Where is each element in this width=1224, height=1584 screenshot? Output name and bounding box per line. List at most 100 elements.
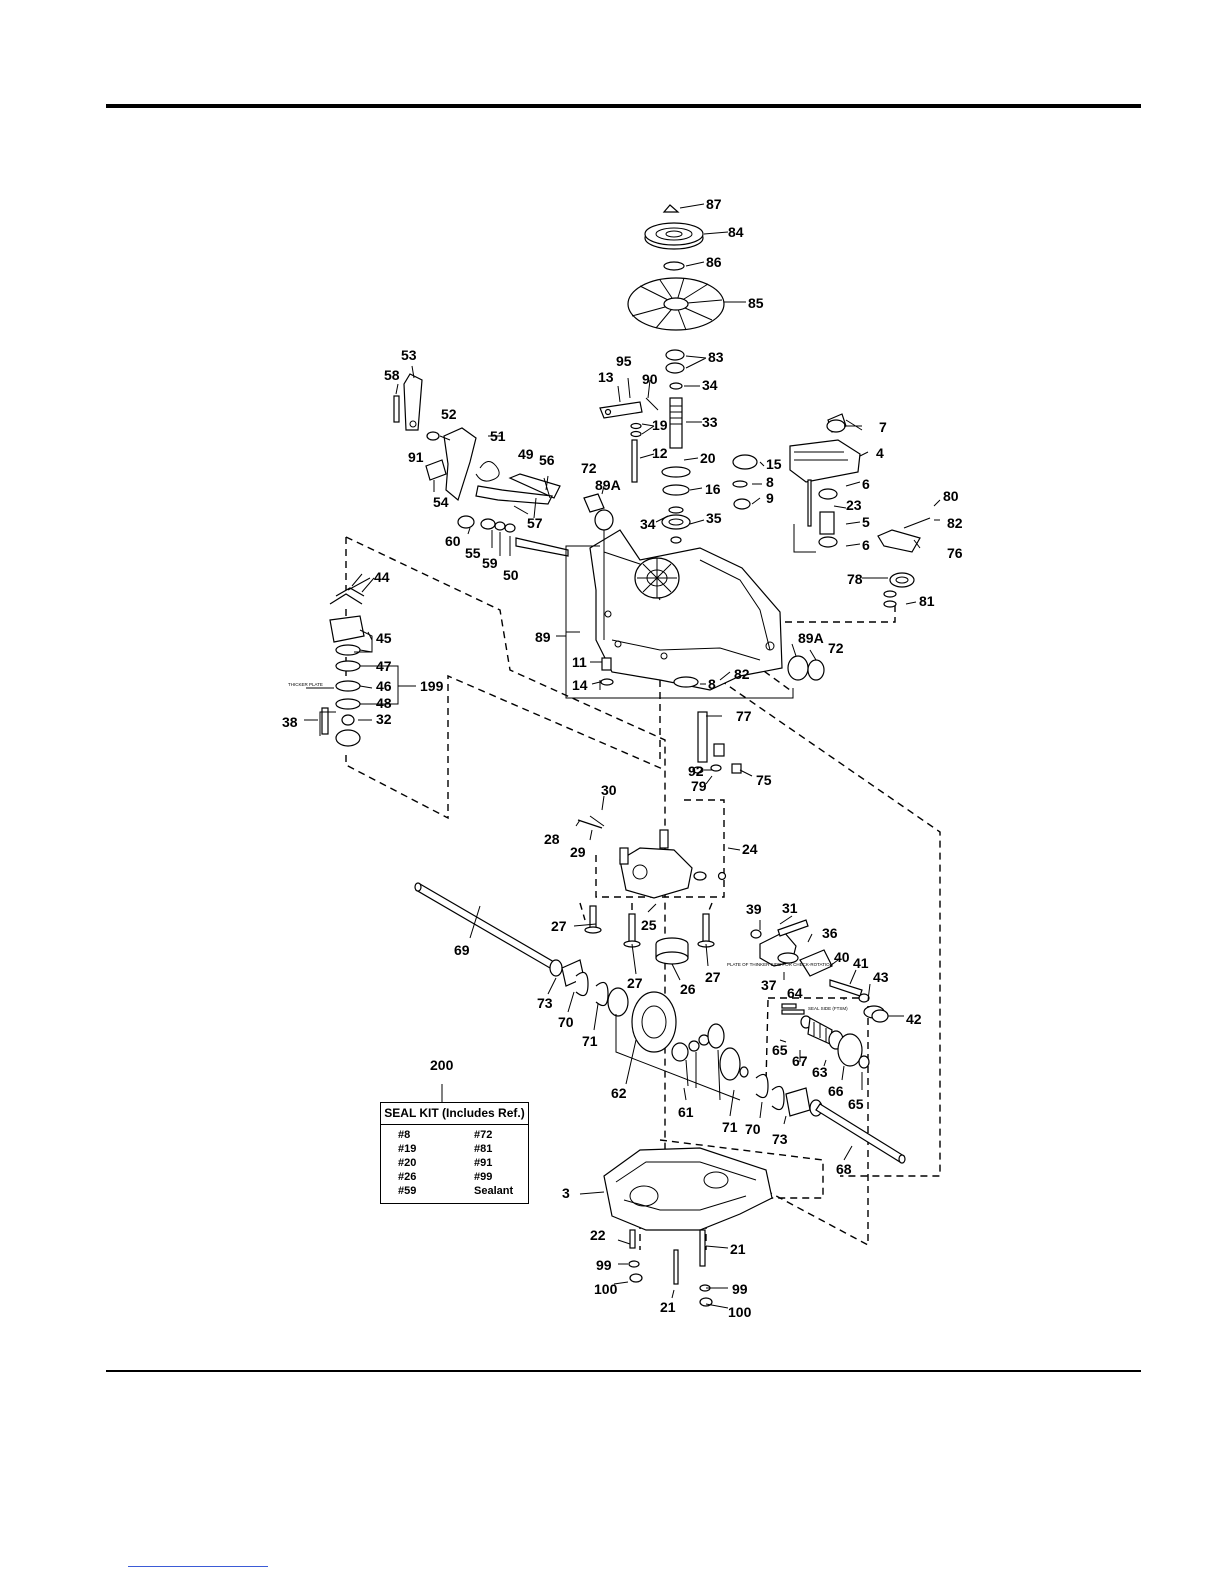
callout-46[interactable]: 46 [376, 678, 392, 694]
callout-12[interactable]: 12 [652, 445, 668, 461]
callout-33[interactable]: 33 [702, 414, 718, 430]
callout-199[interactable]: 199 [420, 678, 444, 694]
callout-80[interactable]: 80 [943, 488, 959, 504]
callout-37[interactable]: 37 [761, 977, 777, 993]
callout-8b[interactable]: 8 [708, 676, 716, 692]
callout-20[interactable]: 20 [700, 450, 716, 466]
callout-59[interactable]: 59 [482, 555, 498, 571]
callout-29[interactable]: 29 [570, 844, 586, 860]
callout-77[interactable]: 77 [736, 708, 752, 724]
callout-73a[interactable]: 73 [537, 995, 553, 1011]
callout-15[interactable]: 15 [766, 456, 782, 472]
footer-link-underline[interactable] [128, 1566, 268, 1567]
callout-31[interactable]: 31 [782, 900, 798, 916]
callout-36[interactable]: 36 [822, 925, 838, 941]
callout-51[interactable]: 51 [490, 428, 506, 444]
callout-99a[interactable]: 99 [596, 1257, 612, 1273]
callout-90[interactable]: 90 [642, 371, 658, 387]
callout-21b[interactable]: 21 [730, 1241, 746, 1257]
callout-23[interactable]: 23 [846, 497, 862, 513]
callout-34b[interactable]: 34 [640, 516, 656, 532]
callout-25[interactable]: 25 [641, 917, 657, 933]
callout-48[interactable]: 48 [376, 695, 392, 711]
callout-62[interactable]: 62 [611, 1085, 627, 1101]
callout-67[interactable]: 67 [792, 1053, 808, 1069]
callout-82a[interactable]: 82 [947, 515, 963, 531]
callout-22[interactable]: 22 [590, 1227, 606, 1243]
callout-84[interactable]: 84 [728, 224, 744, 240]
callout-57[interactable]: 57 [527, 515, 543, 531]
callout-6b[interactable]: 6 [862, 537, 870, 553]
callout-70b[interactable]: 70 [745, 1121, 761, 1137]
callout-45[interactable]: 45 [376, 630, 392, 646]
callout-14[interactable]: 14 [572, 677, 588, 693]
callout-21a[interactable]: 21 [660, 1299, 676, 1315]
callout-87[interactable]: 87 [706, 196, 722, 212]
callout-5[interactable]: 5 [862, 514, 870, 530]
callout-81[interactable]: 81 [919, 593, 935, 609]
callout-4[interactable]: 4 [876, 445, 884, 461]
callout-72b[interactable]: 72 [828, 640, 844, 656]
callout-69[interactable]: 69 [454, 942, 470, 958]
callout-89A-lower[interactable]: 89A [798, 630, 824, 646]
callout-75[interactable]: 75 [756, 772, 772, 788]
callout-99b[interactable]: 99 [732, 1281, 748, 1297]
callout-52[interactable]: 52 [441, 406, 457, 422]
callout-19[interactable]: 19 [652, 417, 668, 433]
callout-6a[interactable]: 6 [862, 476, 870, 492]
callout-58[interactable]: 58 [384, 367, 400, 383]
callout-66[interactable]: 66 [828, 1083, 844, 1099]
callout-27b[interactable]: 27 [627, 975, 643, 991]
callout-85[interactable]: 85 [748, 295, 764, 311]
callout-16[interactable]: 16 [705, 481, 721, 497]
callout-35[interactable]: 35 [706, 510, 722, 526]
callout-79[interactable]: 79 [691, 778, 707, 794]
callout-73b[interactable]: 73 [772, 1131, 788, 1147]
callout-43[interactable]: 43 [873, 969, 889, 985]
callout-89A-upper[interactable]: 89A [595, 477, 621, 493]
callout-78[interactable]: 78 [847, 571, 863, 587]
callout-32[interactable]: 32 [376, 711, 392, 727]
callout-89[interactable]: 89 [535, 629, 551, 645]
callout-41[interactable]: 41 [853, 955, 869, 971]
callout-38[interactable]: 38 [282, 714, 298, 730]
callout-42[interactable]: 42 [906, 1011, 922, 1027]
callout-13[interactable]: 13 [598, 369, 614, 385]
callout-68[interactable]: 68 [836, 1161, 852, 1177]
callout-65a[interactable]: 65 [772, 1042, 788, 1058]
callout-100a[interactable]: 100 [594, 1281, 618, 1297]
callout-70a[interactable]: 70 [558, 1014, 574, 1030]
callout-92[interactable]: 92 [688, 763, 704, 779]
callout-3[interactable]: 3 [562, 1185, 570, 1201]
callout-55[interactable]: 55 [465, 545, 481, 561]
callout-72a[interactable]: 72 [581, 460, 597, 476]
callout-27c[interactable]: 27 [705, 969, 721, 985]
callout-7[interactable]: 7 [879, 419, 887, 435]
callout-65b[interactable]: 65 [848, 1096, 864, 1112]
callout-40[interactable]: 40 [834, 949, 850, 965]
callout-71b[interactable]: 71 [722, 1119, 738, 1135]
callout-200[interactable]: 200 [430, 1057, 454, 1073]
callout-44[interactable]: 44 [374, 569, 390, 585]
callout-61[interactable]: 61 [678, 1104, 694, 1120]
callout-100b[interactable]: 100 [728, 1304, 752, 1320]
callout-86[interactable]: 86 [706, 254, 722, 270]
callout-39[interactable]: 39 [746, 901, 762, 917]
callout-71a[interactable]: 71 [582, 1033, 598, 1049]
callout-27a[interactable]: 27 [551, 918, 567, 934]
callout-83[interactable]: 83 [708, 349, 724, 365]
callout-54[interactable]: 54 [433, 494, 449, 510]
callout-60[interactable]: 60 [445, 533, 461, 549]
callout-34a[interactable]: 34 [702, 377, 718, 393]
callout-63[interactable]: 63 [812, 1064, 828, 1080]
callout-91[interactable]: 91 [408, 449, 424, 465]
callout-56[interactable]: 56 [539, 452, 555, 468]
callout-53[interactable]: 53 [401, 347, 417, 363]
callout-28[interactable]: 28 [544, 831, 560, 847]
callout-82b[interactable]: 82 [734, 666, 750, 682]
callout-9[interactable]: 9 [766, 490, 774, 506]
callout-11[interactable]: 11 [572, 654, 587, 670]
callout-30[interactable]: 30 [601, 782, 617, 798]
callout-26[interactable]: 26 [680, 981, 696, 997]
callout-50[interactable]: 50 [503, 567, 519, 583]
